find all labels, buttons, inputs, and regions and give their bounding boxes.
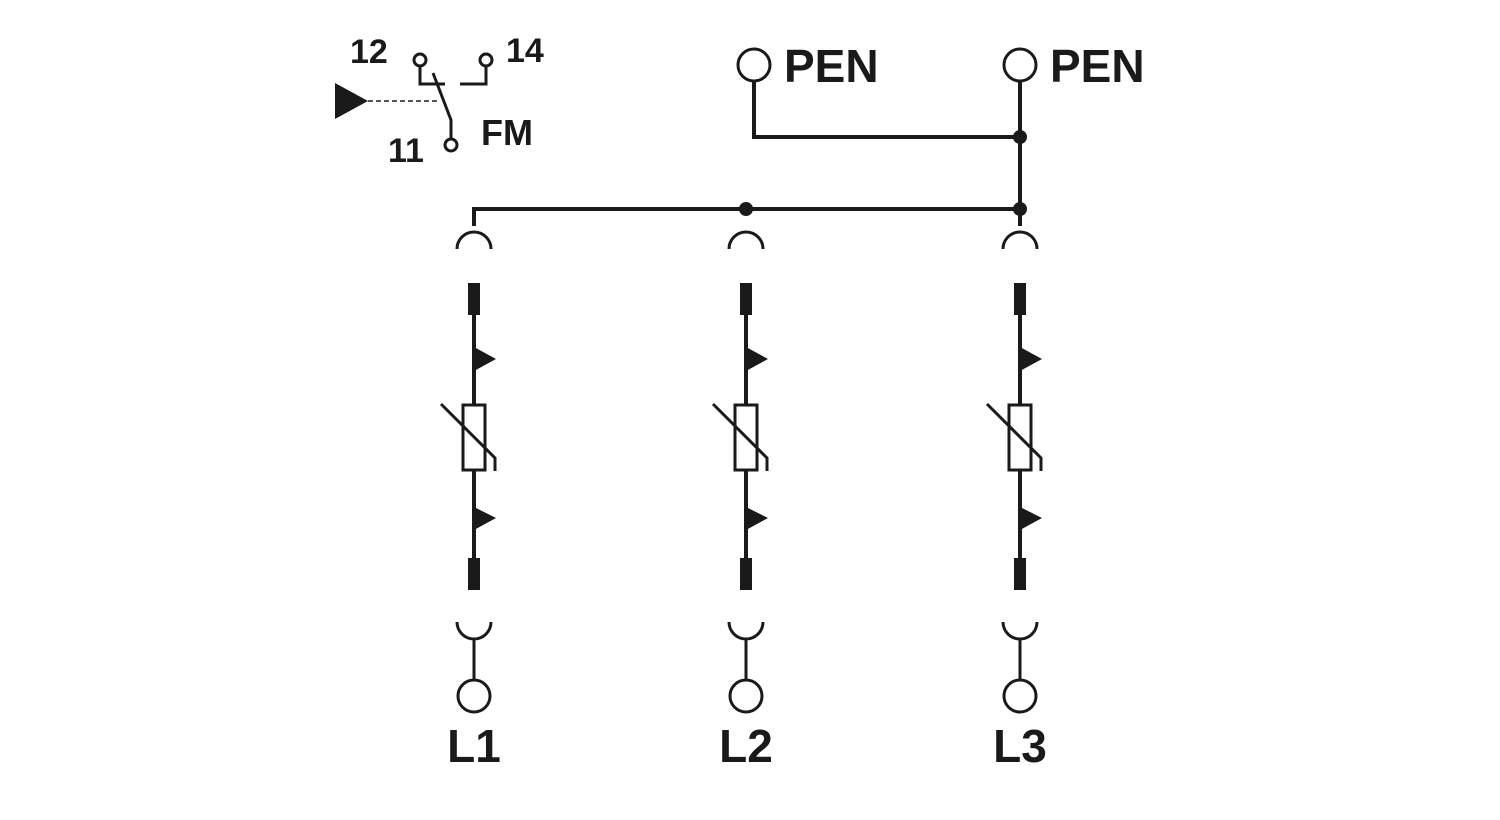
fuse-bottom-icon xyxy=(468,558,480,590)
thermal-disconnect-icon xyxy=(746,507,768,530)
contact-blade xyxy=(431,72,453,139)
actuator-arrow-icon xyxy=(335,83,368,119)
phase-label: L2 xyxy=(719,720,773,772)
plug-socket-top-icon xyxy=(455,230,493,250)
fuse-bottom-icon xyxy=(1014,558,1026,590)
thermal-disconnect-icon xyxy=(474,347,496,371)
plug-socket-bottom-icon xyxy=(727,621,765,641)
terminal-label-11: 11 xyxy=(388,132,424,170)
plug-socket-bottom-icon xyxy=(1001,621,1039,641)
thermal-disconnect-icon xyxy=(746,347,768,371)
phase-terminal-icon xyxy=(728,678,764,714)
fm-changeover-contact: 12 14 11 FM xyxy=(335,32,544,170)
pen-label-1: PEN xyxy=(784,40,879,92)
pen-bridge-wire xyxy=(752,81,1020,139)
thermal-disconnect-icon xyxy=(474,507,496,530)
thermal-disconnect-icon xyxy=(1020,347,1042,371)
varistor-slash xyxy=(711,402,769,471)
pen-terminal-2-icon xyxy=(1002,47,1038,83)
fuse-top-icon xyxy=(1014,283,1026,315)
phase-terminal-icon xyxy=(1002,678,1038,714)
plug-socket-top-icon xyxy=(727,230,765,250)
phase-label: L1 xyxy=(447,720,501,772)
terminal-label-14: 14 xyxy=(506,32,544,70)
contact-14-leg xyxy=(460,66,488,86)
phase-branch-l1: L1 xyxy=(439,230,501,772)
fm-label: FM xyxy=(481,112,533,153)
pen-terminals: PEN PEN xyxy=(472,40,1145,226)
contact-14-terminal-icon xyxy=(478,52,494,68)
plug-socket-bottom-icon xyxy=(455,621,493,641)
varistor-slash xyxy=(439,402,497,471)
phase-terminal-icon xyxy=(456,678,492,714)
fuse-top-icon xyxy=(468,283,480,315)
pen-label-2: PEN xyxy=(1050,40,1145,92)
fuse-top-icon xyxy=(740,283,752,315)
phase-branch-l3: L3 xyxy=(985,230,1047,772)
plug-socket-top-icon xyxy=(1001,230,1039,250)
fuse-bottom-icon xyxy=(740,558,752,590)
thermal-disconnect-icon xyxy=(1020,507,1042,530)
varistor-slash xyxy=(985,402,1043,471)
contact-11-terminal-icon xyxy=(443,137,459,153)
contact-12-terminal-icon xyxy=(412,52,428,68)
pen-busbar-wire xyxy=(472,207,1020,226)
terminal-label-12: 12 xyxy=(350,33,388,71)
phase-branch-l2: L2 xyxy=(711,230,773,772)
phase-label: L3 xyxy=(993,720,1047,772)
pen-terminal-1-icon xyxy=(736,47,772,83)
phase-branches: L1 L2 L3 xyxy=(439,230,1047,772)
junction-dot xyxy=(1013,130,1027,144)
